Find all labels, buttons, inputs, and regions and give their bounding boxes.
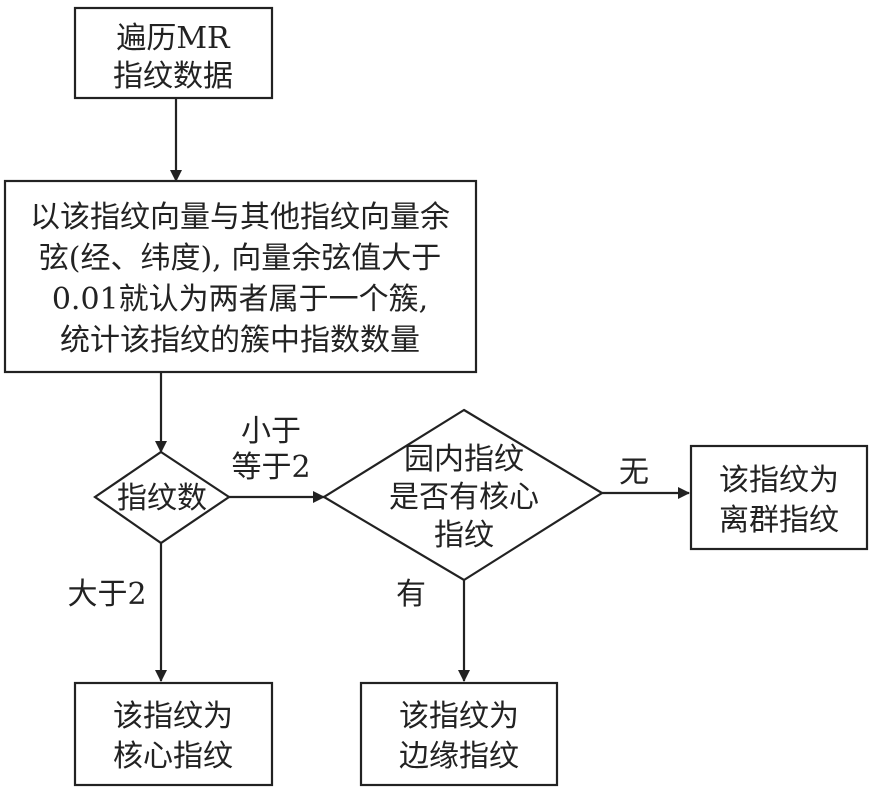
edge-label-le2-line-1: 小于 bbox=[241, 414, 301, 449]
outlier-node: 该指纹为 离群指纹 bbox=[689, 444, 869, 551]
border-box bbox=[359, 681, 559, 787]
core-box bbox=[73, 681, 274, 787]
core-node: 该指纹为 核心指纹 bbox=[73, 681, 274, 787]
start-node: 遍历MR 指纹数据 bbox=[73, 6, 274, 100]
connectors bbox=[155, 98, 690, 682]
edge-label-has: 有 bbox=[396, 577, 426, 612]
process-box bbox=[3, 179, 478, 374]
start-box bbox=[73, 6, 274, 100]
start-text-line-2: 指纹数据 bbox=[113, 59, 233, 94]
edge-labels: 小于 等于2 大于2 无 有 bbox=[67, 414, 649, 612]
count-decision-diamond bbox=[93, 450, 231, 545]
core-decision-text-line-2: 是否有核心 bbox=[389, 480, 539, 515]
process-node: 以该指纹向量与其他指纹向量余 弦(经、纬度), 向量余弦值大于 0.01就认为两… bbox=[3, 179, 478, 374]
core-decision-node: 园内指纹 是否有核心 指纹 bbox=[321, 408, 605, 582]
border-text-line-2: 边缘指纹 bbox=[399, 739, 519, 774]
edge-label-gt2: 大于2 bbox=[67, 577, 146, 612]
edge-label-none: 无 bbox=[619, 455, 649, 490]
outlier-text-line-1: 该指纹为 bbox=[719, 463, 839, 498]
core-decision-text-line-1: 园内指纹 bbox=[404, 442, 524, 477]
border-node: 该指纹为 边缘指纹 bbox=[359, 681, 559, 787]
core-decision-diamond bbox=[321, 408, 605, 582]
border-text-line-1: 该指纹为 bbox=[399, 699, 519, 734]
outlier-text-line-2: 离群指纹 bbox=[719, 503, 839, 538]
core-text-line-2: 核心指纹 bbox=[113, 739, 233, 774]
process-text-line-1: 以该指纹向量与其他指纹向量余 bbox=[30, 200, 450, 235]
count-decision-node: 指纹数 bbox=[93, 450, 231, 545]
process-text-line-3: 0.01就认为两者属于一个簇, bbox=[52, 282, 428, 317]
edge-label-le2-line-2: 等于2 bbox=[231, 450, 310, 485]
process-text-line-4: 统计该指纹的簇中指数数量 bbox=[60, 323, 420, 358]
core-decision-text-line-3: 指纹 bbox=[434, 518, 494, 553]
start-text-line-1: 遍历MR bbox=[116, 21, 231, 56]
core-text-line-1: 该指纹为 bbox=[113, 699, 233, 734]
count-decision-text: 指纹数 bbox=[117, 481, 207, 516]
process-text-line-2: 弦(经、纬度), 向量余弦值大于 bbox=[39, 241, 441, 276]
outlier-box bbox=[689, 444, 869, 551]
